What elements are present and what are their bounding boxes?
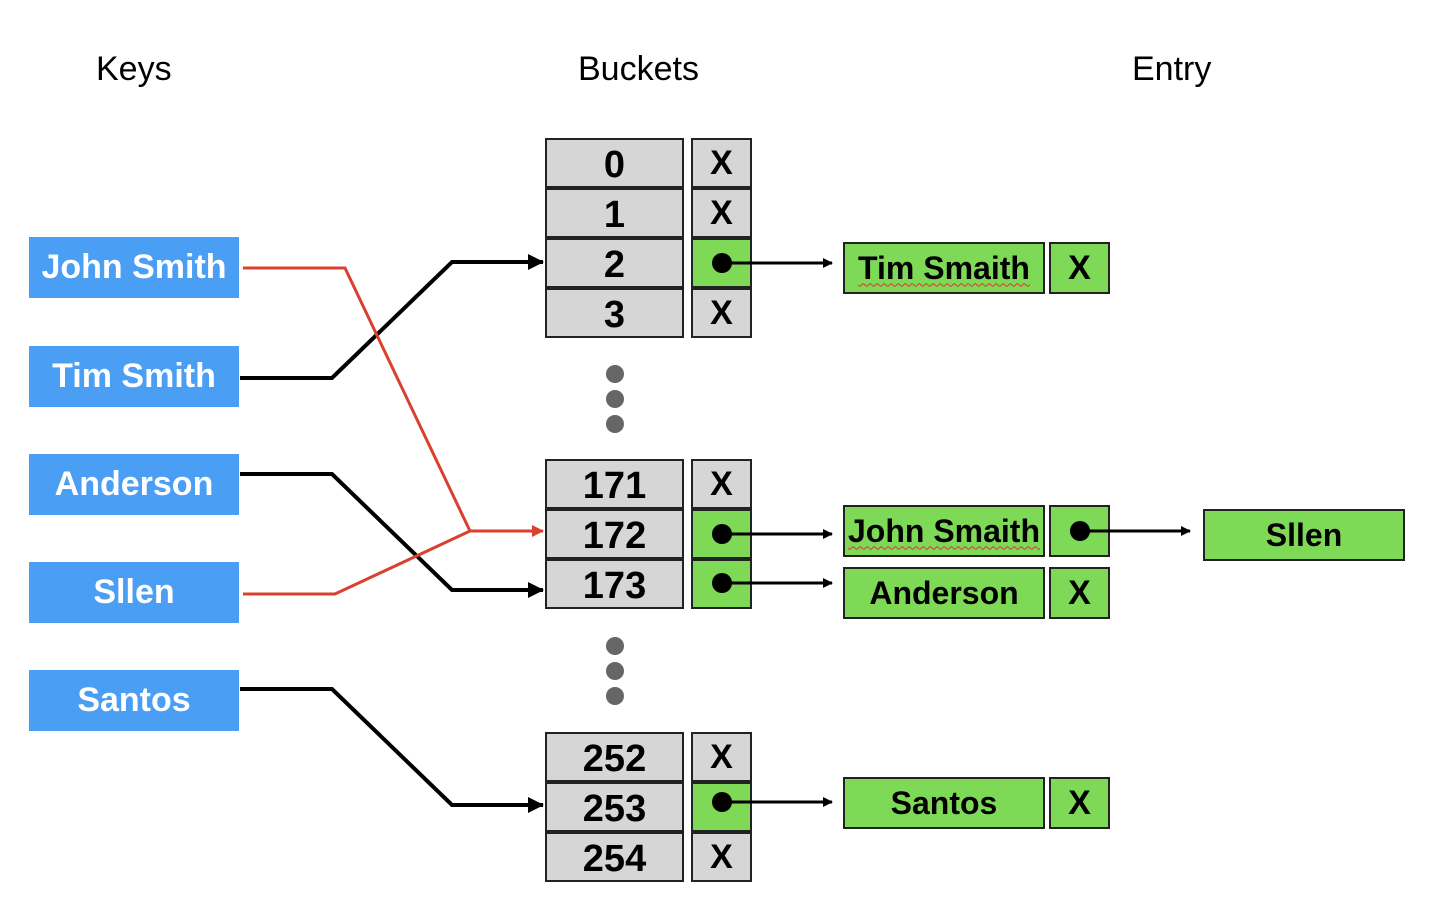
buckets-header: Buckets [578,50,699,88]
bucket-173: 173 [545,559,684,609]
keys-header: Keys [96,50,172,88]
entry-john-smaith-label: John Smaith [847,512,1040,549]
link-sllen-to-bucket-172 [243,529,471,596]
ellipsis-dot [606,415,624,433]
key-anderson: Anderson [29,454,239,515]
entry-santos: Santos [843,777,1045,829]
bucket-254: 254 [545,832,684,882]
bucket-252-null: X [691,732,752,782]
ellipsis-dot [606,390,624,408]
entry-john-smaith: John Smaith [843,505,1045,557]
bucket-253: 253 [545,782,684,832]
bucket-1: 1 [545,188,684,238]
ellipsis-dot [606,365,624,383]
entry-anderson: Anderson [843,567,1045,619]
ellipsis-dot [606,637,624,655]
link-santos-to-bucket-253 [240,687,544,813]
ellipsis-dot [606,662,624,680]
entry-header: Entry [1132,50,1212,88]
key-sllen: Sllen [29,562,239,623]
key-santos: Santos [29,670,239,731]
bucket-171: 171 [545,459,684,509]
bucket-0: 0 [545,138,684,188]
bucket-3-null: X [691,288,752,338]
bucket-252: 252 [545,732,684,782]
link-john-smith-to-bucket-172 [243,266,544,537]
entry-tim-smaith: Tim Smaith [843,242,1045,294]
bucket-172: 172 [545,509,684,559]
link-tim-smith-to-bucket-2 [240,254,544,380]
entry-anderson-next-null: X [1049,567,1110,619]
link-anderson-to-bucket-173 [240,472,544,598]
bucket-3: 3 [545,288,684,338]
key-john-smith: John Smith [29,237,239,298]
bucket-1-null: X [691,188,752,238]
entry-tim-smaith-label: Tim Smaith [858,249,1030,286]
bucket-0-null: X [691,138,752,188]
entry-sllen: Sllen [1203,509,1405,561]
entry-tim-next-null: X [1049,242,1110,294]
bucket-2: 2 [545,238,684,288]
entry-santos-next-null: X [1049,777,1110,829]
bucket-171-null: X [691,459,752,509]
key-tim-smith: Tim Smith [29,346,239,407]
bucket-254-null: X [691,832,752,882]
ellipsis-dot [606,687,624,705]
